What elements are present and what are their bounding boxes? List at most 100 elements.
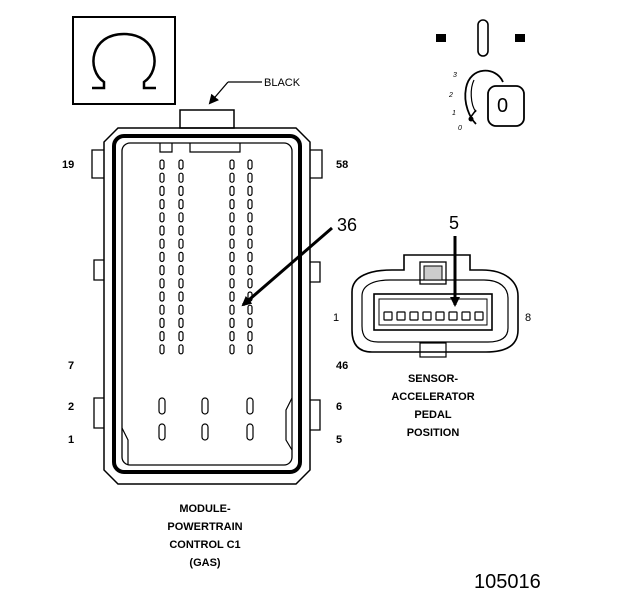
pin-cavity xyxy=(409,311,419,321)
pin-cavity xyxy=(247,251,253,262)
caption-line: SENSOR- xyxy=(407,373,459,385)
pin-cavity xyxy=(178,199,184,210)
pin-36-callout-label: 36 xyxy=(337,215,358,235)
pin-cavity xyxy=(159,317,165,328)
app-pin-label-1: 1 xyxy=(333,312,340,324)
pin-cavity xyxy=(159,238,165,249)
pin-cavity xyxy=(229,317,235,328)
pin-cavity xyxy=(229,159,235,170)
pin-cavity xyxy=(229,212,235,223)
pin-cavity xyxy=(178,265,184,276)
pin-cavity xyxy=(247,265,253,276)
pin-cavity xyxy=(229,199,235,210)
pin-label-6: 6 xyxy=(336,401,343,413)
c1-pin-cavities xyxy=(158,159,254,441)
pin-cavity xyxy=(159,291,165,302)
ignition-position-label: 1 xyxy=(452,110,456,117)
pin-cavity xyxy=(159,251,165,262)
pin-cavity xyxy=(178,291,184,302)
pin-cavity xyxy=(178,185,184,196)
pin-cavity xyxy=(229,172,235,183)
pin-label-46: 46 xyxy=(336,360,349,372)
pin-label-5: 5 xyxy=(336,434,343,446)
pin-cavity xyxy=(178,225,184,236)
pin-cavity xyxy=(247,331,253,342)
pin-cavity xyxy=(159,265,165,276)
pin-cavity xyxy=(159,225,165,236)
pin-cavity xyxy=(159,344,165,355)
pin-cavity xyxy=(246,397,254,415)
connector-app-caption: SENSOR- ACCELERATOR PEDAL POSITION xyxy=(378,370,488,442)
pin-cavity xyxy=(158,397,166,415)
connector-color-label: BLACK xyxy=(264,77,301,89)
ignition-key-digit: 0 xyxy=(497,95,509,117)
pin-cavity xyxy=(159,278,165,289)
pin-cavity xyxy=(229,251,235,262)
pin-label-58: 58 xyxy=(336,159,349,171)
pin-cavity xyxy=(435,311,445,321)
pin-cavity xyxy=(396,311,406,321)
connector-app-sensor xyxy=(351,254,519,358)
pin-cavity xyxy=(178,238,184,249)
caption-line: CONTROL C1 xyxy=(169,539,241,551)
caption-line: MODULE- xyxy=(179,503,231,515)
connector-c1-caption: MODULE- POWERTRAIN CONTROL C1 (GAS) xyxy=(150,500,260,572)
pin-cavity xyxy=(247,185,253,196)
pin-cavity xyxy=(229,344,235,355)
pin-cavity xyxy=(229,185,235,196)
ignition-position-label: 3 xyxy=(453,72,457,79)
pin-cavity xyxy=(229,278,235,289)
pin-cavity xyxy=(247,344,253,355)
pin-cavity xyxy=(247,225,253,236)
omega-icon xyxy=(72,16,176,105)
pin-cavity xyxy=(178,317,184,328)
pin-cavity xyxy=(178,344,184,355)
pin-cavity xyxy=(229,265,235,276)
pin-cavity xyxy=(159,185,165,196)
pin-cavity xyxy=(247,238,253,249)
pin-cavity xyxy=(247,159,253,170)
pin-cavity xyxy=(201,397,209,415)
pin-cavity xyxy=(178,212,184,223)
pin-label-1: 1 xyxy=(68,434,75,446)
ignition-key-icon xyxy=(436,19,525,127)
pin-cavity xyxy=(159,172,165,183)
pin-cavity xyxy=(229,238,235,249)
pin-cavity xyxy=(461,311,471,321)
pin-cavity xyxy=(178,172,184,183)
caption-line: POWERTRAIN xyxy=(167,521,243,533)
pin-label-2: 2 xyxy=(68,401,75,413)
caption-line: (GAS) xyxy=(189,557,221,569)
pin-label-7: 7 xyxy=(68,360,75,372)
pin-cavity xyxy=(178,159,184,170)
pin-label-19: 19 xyxy=(62,159,75,171)
pin-cavity xyxy=(246,423,254,441)
pin-cavity xyxy=(448,311,458,321)
pin-cavity xyxy=(474,311,484,321)
pin-cavity xyxy=(159,199,165,210)
pin-cavity xyxy=(159,212,165,223)
pin-cavity xyxy=(247,212,253,223)
connector-c1 xyxy=(91,109,323,485)
pin-cavity xyxy=(247,304,253,315)
ignition-position-label: 2 xyxy=(449,92,453,99)
pin-cavity xyxy=(201,423,209,441)
caption-line: POSITION xyxy=(406,427,460,439)
black-label-arrow xyxy=(208,81,229,105)
pin-cavity xyxy=(159,304,165,315)
pin-cavity xyxy=(383,311,393,321)
ignition-position-label: 0 xyxy=(458,125,462,132)
pin-cavity xyxy=(229,225,235,236)
pin-cavity xyxy=(178,331,184,342)
pin-36-callout-arrow xyxy=(241,226,333,307)
caption-line: ACCELERATOR xyxy=(391,391,475,403)
pin-cavity xyxy=(422,311,432,321)
pin-cavity xyxy=(247,172,253,183)
pin-cavity xyxy=(229,304,235,315)
figure-number: 105016 xyxy=(474,571,541,593)
pin-cavity xyxy=(178,251,184,262)
pin-cavity xyxy=(229,331,235,342)
pin-cavity xyxy=(229,291,235,302)
